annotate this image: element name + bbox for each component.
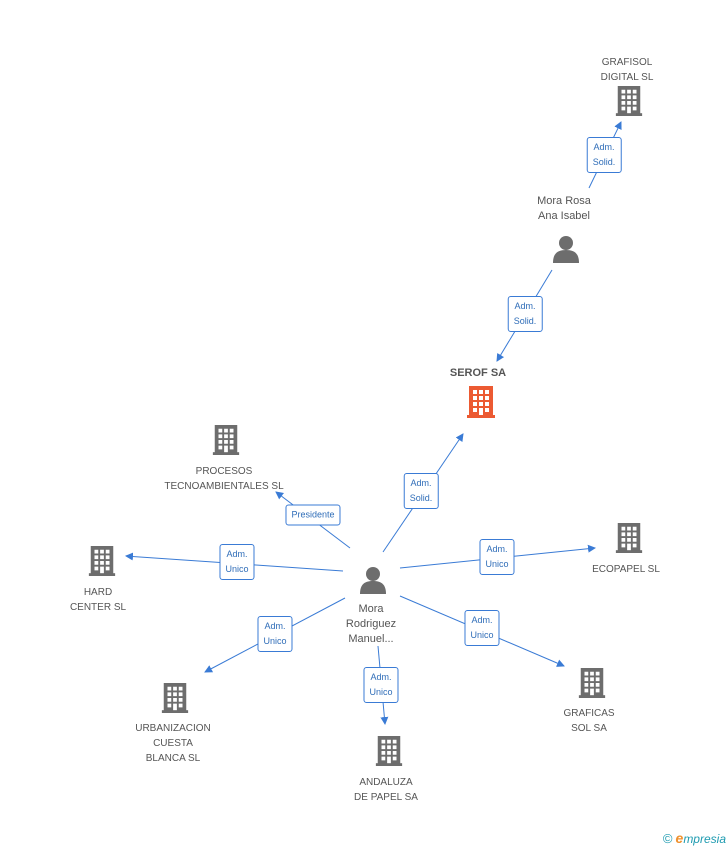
procesos-building-icon[interactable] bbox=[212, 425, 240, 455]
mora_rod-person-icon[interactable] bbox=[360, 567, 386, 594]
edge-label-mora_rod-to-andaluza[interactable]: Adm. Unico bbox=[363, 667, 399, 703]
node-label-procesos[interactable]: PROCESOS TECNOAMBIENTALES SL bbox=[164, 466, 284, 492]
brand-initial: e bbox=[675, 830, 684, 846]
edge-label-mora_rod-to-ecopapel[interactable]: Adm. Unico bbox=[479, 539, 515, 575]
edge-label-mora_rod-to-serof[interactable]: Adm. Solid. bbox=[403, 473, 439, 509]
node-label-serof[interactable]: SEROF SA bbox=[449, 367, 507, 379]
brand-logo: ©empresia bbox=[663, 830, 726, 846]
graficas-building-icon[interactable] bbox=[578, 668, 606, 698]
brand-name: mpresia bbox=[683, 832, 726, 846]
node-label-andaluza[interactable]: ANDALUZA DE PAPEL SA bbox=[354, 777, 418, 803]
edge-label-mora_rosa-to-serof[interactable]: Adm. Solid. bbox=[507, 296, 543, 332]
node-label-ecopapel[interactable]: ECOPAPEL SL bbox=[592, 564, 660, 575]
ecopapel-building-icon[interactable] bbox=[615, 523, 643, 553]
node-label-hard[interactable]: HARD CENTER SL bbox=[69, 587, 127, 613]
serof-building-icon[interactable] bbox=[467, 386, 495, 418]
edge-label-mora_rod-to-urbanizacion[interactable]: Adm. Unico bbox=[257, 616, 293, 652]
copyright-symbol: © bbox=[662, 831, 673, 846]
hard-building-icon[interactable] bbox=[88, 546, 116, 576]
edge-label-mora_rosa-to-grafisol[interactable]: Adm. Solid. bbox=[586, 137, 622, 173]
node-label-urbanizacion[interactable]: URBANIZACION CUESTA BLANCA SL bbox=[135, 723, 211, 764]
node-label-grafisol[interactable]: GRAFISOL DIGITAL SL bbox=[600, 57, 654, 83]
node-label-mora_rosa[interactable]: Mora Rosa Ana Isabel bbox=[537, 195, 591, 222]
andaluza-building-icon[interactable] bbox=[375, 736, 403, 766]
node-label-mora_rod[interactable]: Mora Rodriguez Manuel... bbox=[345, 603, 397, 645]
edge-label-mora_rod-to-graficas[interactable]: Adm. Unico bbox=[464, 610, 500, 646]
node-label-graficas[interactable]: GRAFICAS SOL SA bbox=[563, 708, 615, 734]
mora_rosa-person-icon[interactable] bbox=[553, 236, 579, 263]
grafisol-building-icon[interactable] bbox=[615, 86, 643, 116]
edge-label-mora_rod-to-hard[interactable]: Adm. Unico bbox=[219, 544, 255, 580]
urbanizacion-building-icon[interactable] bbox=[161, 683, 189, 713]
edge-label-mora_rod-to-procesos[interactable]: Presidente bbox=[285, 504, 341, 526]
